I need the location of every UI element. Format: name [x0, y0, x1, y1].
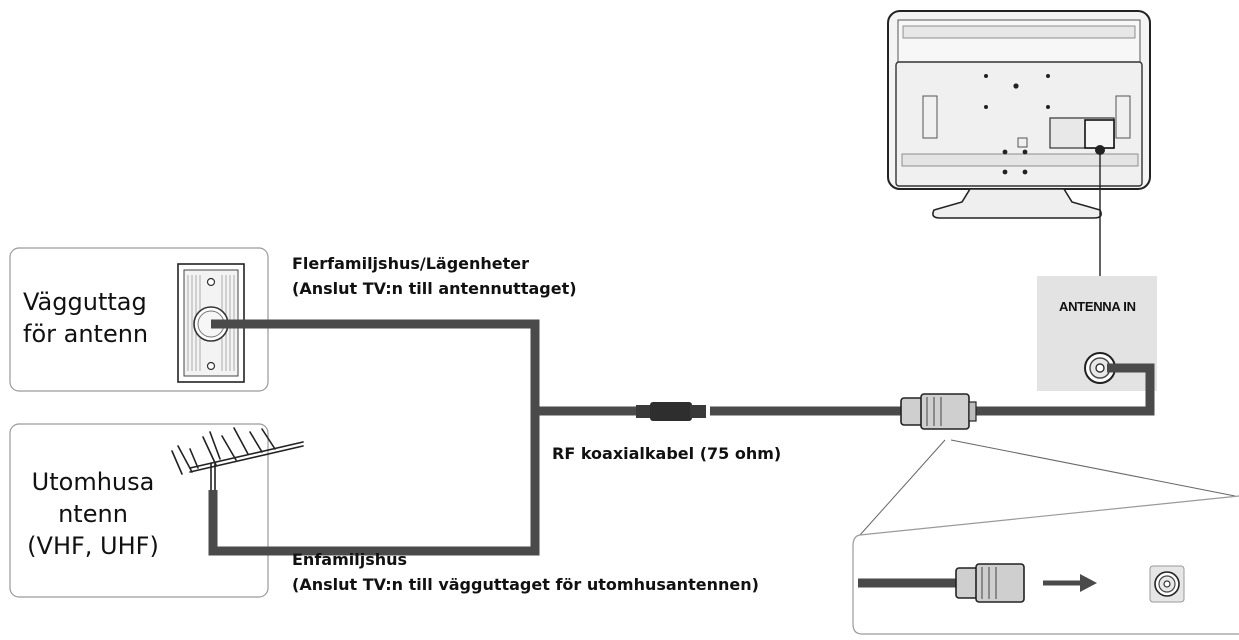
coax-cable-label: RF koaxialkabel (75 ohm): [552, 444, 782, 463]
outdoor-antenna-label-line3: (VHF, UHF): [27, 532, 159, 560]
callout-box: [852, 495, 1239, 635]
callout-coax-plug-icon: [955, 563, 1025, 603]
cable-ferrite: [636, 402, 706, 421]
wall-outlet-label-line2: för antenn: [23, 320, 149, 348]
wall-outlet-label: Vägguttag för antenn: [23, 286, 148, 350]
coax-plug-icon: [900, 393, 977, 430]
single-family-note: Enfamiljshus (Anslut TV:n till vägguttag…: [292, 547, 759, 597]
arrow-right-icon: [1043, 574, 1097, 592]
outdoor-antenna-box: [9, 423, 269, 598]
callout-line-left: [859, 439, 946, 536]
multi-family-note: Flerfamiljshus/Lägenheter (Anslut TV:n t…: [292, 251, 577, 301]
callout-line-right: [950, 439, 1236, 497]
cable-singlefamily: [208, 410, 540, 556]
single-family-title: Enfamiljshus: [292, 550, 408, 569]
antenna-jack-icon: [1084, 352, 1116, 384]
multi-family-subtitle: (Anslut TV:n till antennuttaget): [292, 279, 577, 298]
outdoor-antenna-label: Utomhusa ntenn (VHF, UHF): [22, 466, 164, 562]
antenna-in-label: ANTENNA IN: [1059, 299, 1136, 314]
tv-antenna-port: [1095, 145, 1105, 155]
outdoor-antenna-label-line1: Utomhusa: [31, 468, 155, 496]
cable-to-tv: [970, 363, 1155, 416]
outdoor-antenna-label-line2: ntenn: [58, 500, 128, 528]
multi-family-title: Flerfamiljshus/Lägenheter: [292, 254, 530, 273]
callout-antenna-jack-icon: [1149, 565, 1185, 603]
single-family-subtitle: (Anslut TV:n till vägguttaget för utomhu…: [292, 575, 759, 594]
cable-multifamily: [211, 319, 540, 410]
wall-outlet-label-line1: Vägguttag: [23, 288, 147, 316]
yagi-antenna-icon: [171, 427, 304, 491]
tv-rear-icon: [887, 10, 1151, 219]
